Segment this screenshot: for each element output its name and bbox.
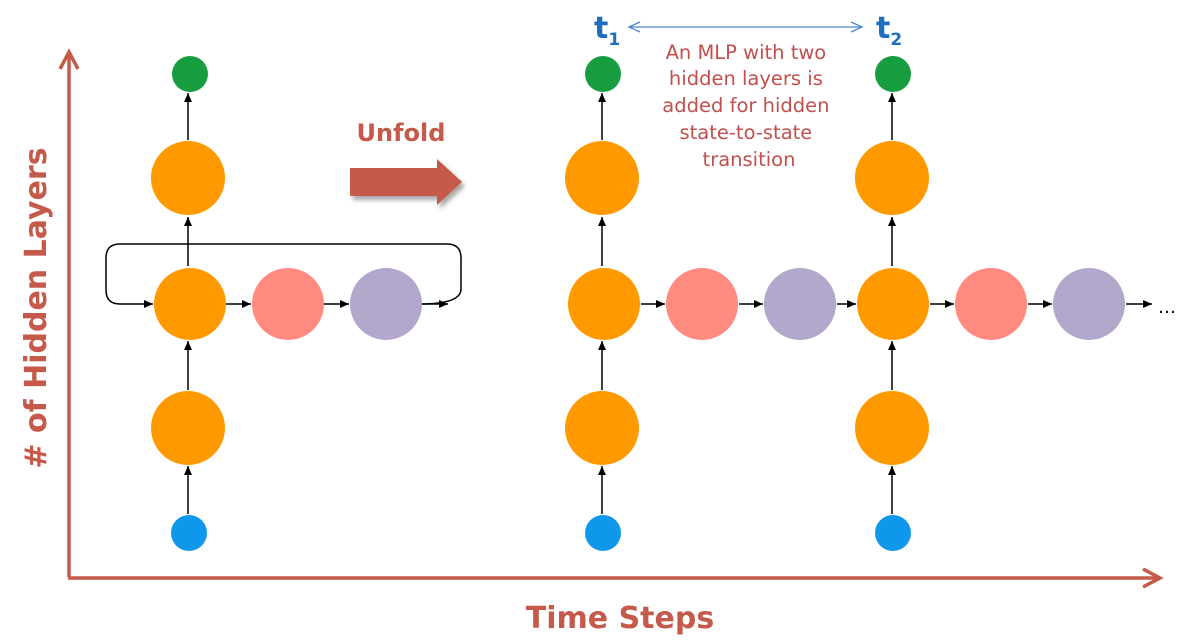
hidden-node-3: [151, 141, 225, 215]
hidden-node-2: [154, 268, 226, 340]
t1-hidden-node-2: [568, 268, 640, 340]
t2-hidden-node-1: [855, 391, 929, 465]
y-axis-label: # of Hidden Layers: [19, 147, 54, 468]
continuation-ellipsis: …: [1158, 297, 1176, 318]
unfold-label: Unfold: [357, 119, 446, 147]
x-axis-label: Time Steps: [526, 601, 714, 636]
output-node: [172, 56, 208, 92]
time-label-t2: t2: [876, 11, 902, 50]
t2-mlp-node-1: [955, 268, 1027, 340]
mlp-annotation-line-1: An MLP with two: [666, 41, 827, 64]
t2-input-node: [875, 515, 911, 551]
t1-output-node: [585, 56, 621, 92]
unfold-arrow: [350, 159, 462, 205]
t1-hidden-node-3: [565, 141, 639, 215]
time-label-t1: t1: [594, 11, 620, 50]
recurrent-loop-edge: [105, 243, 462, 308]
mlp-annotation-line-3: added for hidden: [662, 94, 829, 117]
mlp-annotation: An MLP with two hidden layers is added f…: [662, 41, 835, 171]
t1-mlp-node-2: [764, 268, 836, 340]
mlp-annotation-line-4: state-to-state: [679, 121, 812, 144]
mlp-node-2: [350, 268, 422, 340]
t2-mlp-node-2: [1053, 268, 1125, 340]
t1-input-node: [585, 515, 621, 551]
t2-hidden-node-3: [855, 141, 929, 215]
mlp-annotation-line-5: transition: [703, 148, 796, 171]
hidden-node-1: [151, 391, 225, 465]
input-node: [171, 515, 207, 551]
mlp-annotation-line-2: hidden layers is: [669, 67, 823, 90]
mlp-node-1: [252, 268, 324, 340]
t2-output-node: [875, 56, 911, 92]
folded-network: [105, 56, 462, 551]
unfolded-network: …: [565, 56, 1176, 551]
t2-hidden-node-2: [857, 268, 929, 340]
t1-hidden-node-1: [565, 391, 639, 465]
t1-mlp-node-1: [666, 268, 738, 340]
